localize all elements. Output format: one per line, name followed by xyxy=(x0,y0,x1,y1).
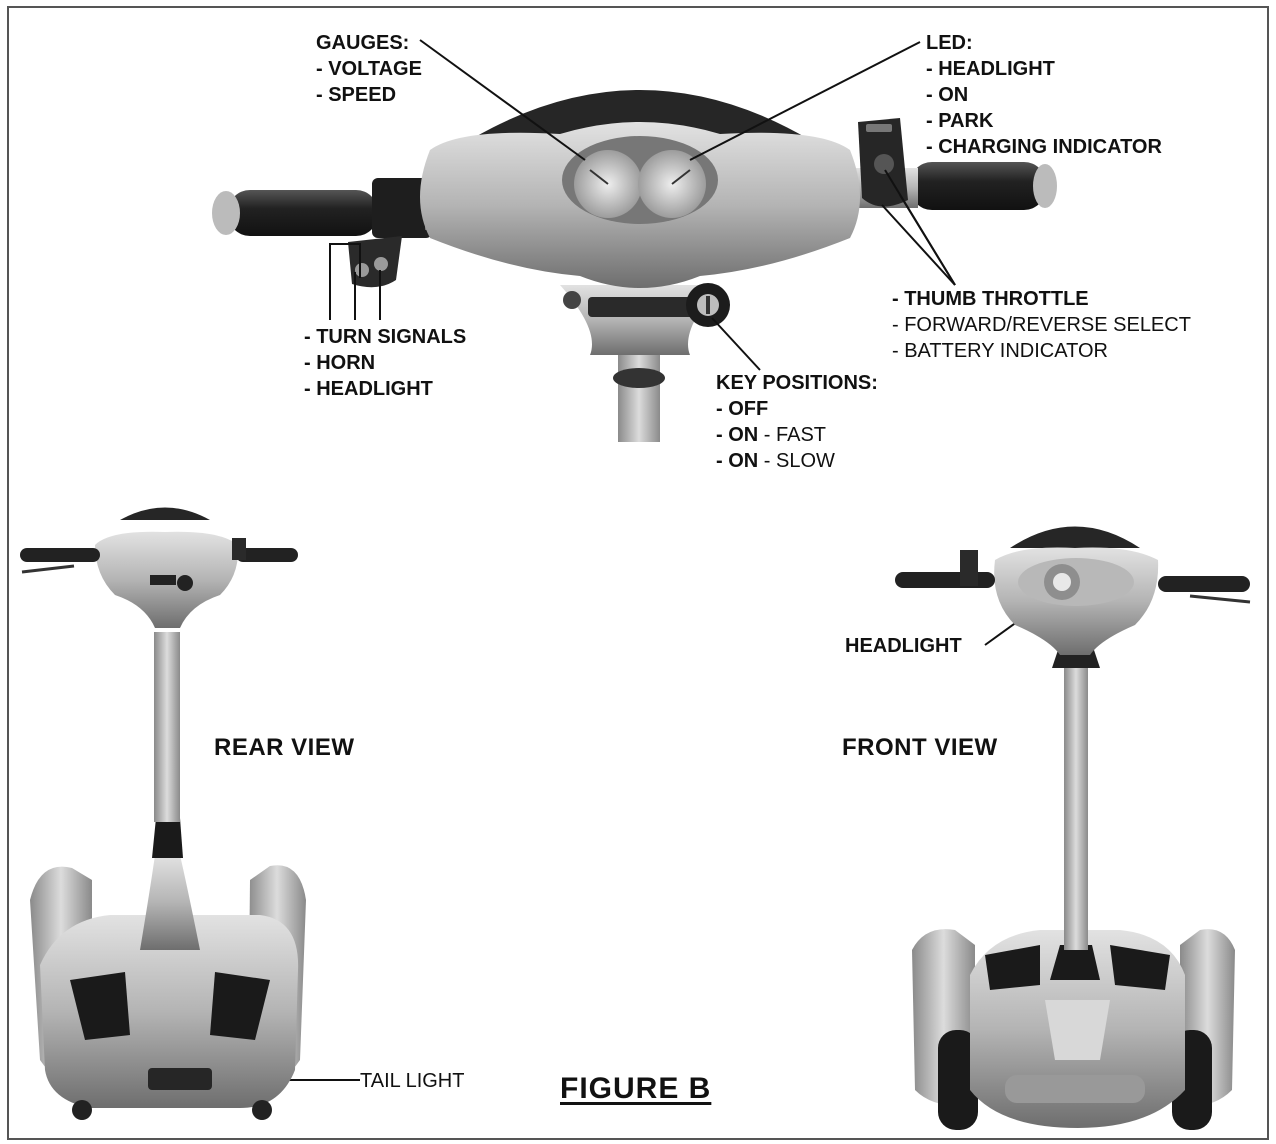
handlebar-closeup xyxy=(212,90,1057,442)
led-item-park: - PARK xyxy=(926,110,994,132)
horn-button xyxy=(355,263,369,277)
left-item-turn-signals: - TURN SIGNALS xyxy=(304,326,467,348)
tail-light-callout: TAIL LIGHT xyxy=(360,1070,465,1092)
left-item-horn: - HORN xyxy=(304,352,376,374)
figure-border xyxy=(7,6,1269,1140)
led-item-charging: - CHARGING INDICATOR xyxy=(926,136,1162,158)
led-title: LED: xyxy=(926,32,973,54)
key-position-on-fast: - ON - FAST xyxy=(716,422,878,448)
closeup-stem xyxy=(618,350,660,442)
led-item-on: - ON xyxy=(926,84,969,106)
key-position-off: - OFF xyxy=(716,396,878,422)
headlight-switch xyxy=(374,257,388,271)
key-position-on-slow: - ON - SLOW xyxy=(716,448,878,474)
led-callout: LED: - HEADLIGHT - ON - PARK - CHARGING … xyxy=(926,30,1162,160)
right-item-forward-reverse: - FORWARD/REVERSE SELECT xyxy=(892,314,1191,336)
key-position-slow-mode: - SLOW xyxy=(758,450,835,472)
left-item-headlight: - HEADLIGHT xyxy=(304,378,433,400)
gauges-item-speed: - SPEED xyxy=(316,84,397,106)
figure-title: FIGURE B xyxy=(560,1072,712,1105)
right-item-thumb-throttle: - THUMB THROTTLE xyxy=(892,288,1089,310)
rear-view-scooter xyxy=(20,507,306,1120)
rear-view-label: REAR VIEW xyxy=(214,734,355,761)
gauges-callout: GAUGES: - VOLTAGE - SPEED xyxy=(316,30,422,108)
key-position-fast-state: - ON xyxy=(716,424,759,446)
throttle-thumb xyxy=(874,154,894,174)
left-controls-callout: - TURN SIGNALS - HORN - HEADLIGHT xyxy=(304,324,466,402)
key-position-off-state: - OFF xyxy=(716,398,769,420)
headlight-callout: HEADLIGHT xyxy=(845,635,962,657)
tail-light xyxy=(148,1068,212,1090)
gauges-item-voltage: - VOLTAGE xyxy=(316,58,422,80)
right-item-battery-indicator: - BATTERY INDICATOR xyxy=(892,340,1108,362)
right-controls-callout: - THUMB THROTTLE - FORWARD/REVERSE SELEC… xyxy=(892,286,1191,364)
key-positions-title: KEY POSITIONS: xyxy=(716,372,878,394)
key-positions-callout: KEY POSITIONS: - OFF - ON - FAST - ON - … xyxy=(716,370,878,474)
left-grip xyxy=(228,190,378,236)
key-position-fast-mode: - FAST xyxy=(758,424,827,446)
gauges-title: GAUGES: xyxy=(316,32,410,54)
front-view-scooter xyxy=(895,526,1251,1130)
front-view-label: FRONT VIEW xyxy=(842,734,998,761)
right-grip xyxy=(910,162,1046,210)
led-item-headlight: - HEADLIGHT xyxy=(926,58,1055,80)
key-position-slow-state: - ON xyxy=(716,450,759,472)
